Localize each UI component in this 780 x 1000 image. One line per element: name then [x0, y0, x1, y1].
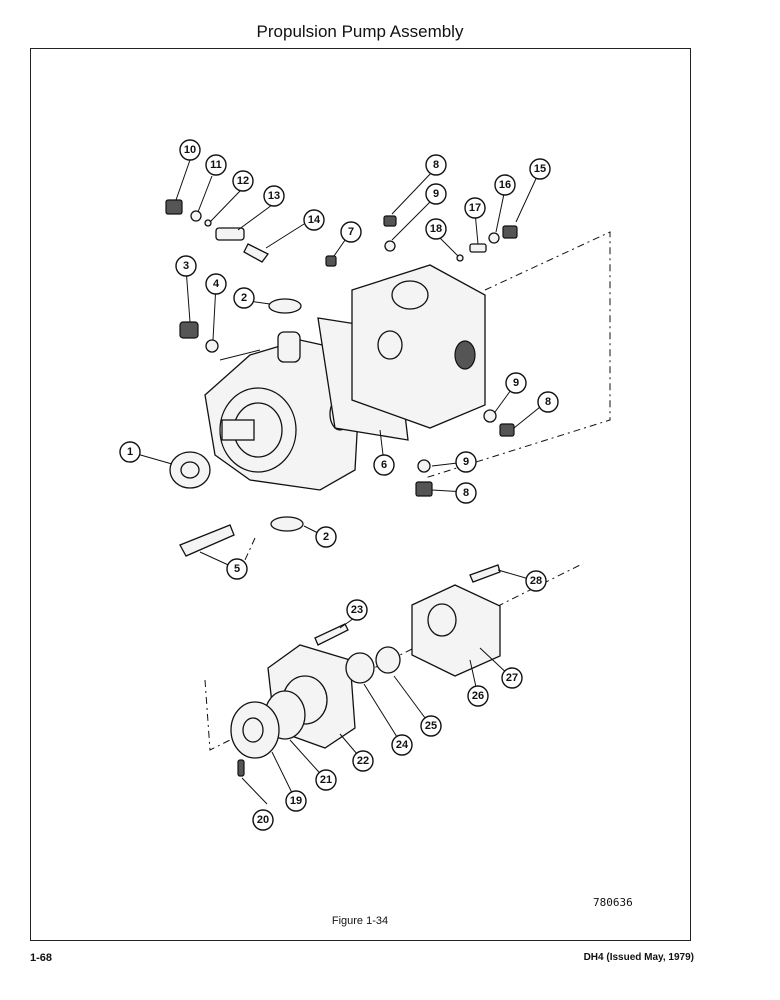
- svg-text:4: 4: [213, 278, 220, 290]
- callout-24: 24: [391, 734, 413, 756]
- callout-22: 22: [352, 750, 374, 772]
- callout-17: 17: [464, 197, 486, 219]
- figure-number: 780636: [593, 896, 633, 909]
- callout-7: 7: [340, 221, 362, 243]
- svg-text:15: 15: [534, 163, 546, 175]
- svg-text:2: 2: [323, 531, 329, 543]
- callout-13: 13: [263, 185, 285, 207]
- svg-text:13: 13: [268, 190, 280, 202]
- callout-8-bottom: 8: [455, 482, 477, 504]
- callout-15: 15: [529, 158, 551, 180]
- callout-2-top: 2: [233, 287, 255, 309]
- svg-text:8: 8: [463, 487, 469, 499]
- callout-14: 14: [303, 209, 325, 231]
- figure-frame: [30, 48, 691, 941]
- callout-5: 5: [226, 558, 248, 580]
- svg-text:21: 21: [320, 774, 332, 786]
- callout-6: 6: [373, 454, 395, 476]
- callout-19: 19: [285, 790, 307, 812]
- svg-text:9: 9: [463, 456, 469, 468]
- callout-20: 20: [252, 809, 274, 831]
- callout-26: 26: [467, 685, 489, 707]
- page-title: Propulsion Pump Assembly: [256, 22, 464, 41]
- callout-8-top: 8: [425, 154, 447, 176]
- svg-text:24: 24: [396, 739, 409, 751]
- callout-9-right: 9: [505, 372, 527, 394]
- svg-text:10: 10: [184, 144, 196, 156]
- svg-text:12: 12: [237, 175, 249, 187]
- svg-text:8: 8: [433, 159, 439, 171]
- callout-18: 18: [425, 218, 447, 240]
- svg-text:2: 2: [241, 292, 247, 304]
- callout-markers: 10 11 12 13 14 7 8 9 18 17 16 15 3 4 2 1…: [119, 139, 559, 831]
- callout-9-bottom: 9: [455, 451, 477, 473]
- spring: [215, 227, 245, 241]
- page-number: 1-68: [30, 952, 53, 964]
- svg-text:19: 19: [290, 795, 302, 807]
- callout-4: 4: [205, 273, 227, 295]
- plug: [165, 199, 183, 215]
- callout-23: 23: [346, 599, 368, 621]
- svg-text:14: 14: [308, 214, 321, 226]
- svg-text:25: 25: [425, 720, 437, 732]
- end-cover: [351, 264, 486, 429]
- svg-text:22: 22: [357, 755, 369, 767]
- svg-text:6: 6: [381, 459, 387, 471]
- callout-3: 3: [175, 255, 197, 277]
- svg-text:20: 20: [257, 814, 269, 826]
- callout-28: 28: [525, 570, 547, 592]
- svg-text:5: 5: [234, 563, 240, 575]
- svg-text:27: 27: [506, 672, 518, 684]
- svg-text:11: 11: [210, 159, 222, 171]
- svg-text:26: 26: [472, 690, 484, 702]
- callout-27: 27: [501, 667, 523, 689]
- svg-text:23: 23: [351, 604, 363, 616]
- callout-10: 10: [179, 139, 201, 161]
- callout-16: 16: [494, 174, 516, 196]
- svg-text:9: 9: [433, 188, 439, 200]
- callout-11: 11: [205, 154, 227, 176]
- svg-text:8: 8: [545, 396, 551, 408]
- callout-8-right: 8: [537, 391, 559, 413]
- svg-text:7: 7: [348, 226, 354, 238]
- svg-text:3: 3: [183, 260, 189, 272]
- svg-text:18: 18: [430, 223, 442, 235]
- document-id: DH4 (Issued May, 1979): [583, 952, 694, 963]
- svg-text:16: 16: [499, 179, 511, 191]
- svg-text:9: 9: [513, 377, 519, 389]
- figure-caption: Figure 1-34: [331, 915, 389, 927]
- callout-12: 12: [232, 170, 254, 192]
- callout-25: 25: [420, 715, 442, 737]
- callout-21: 21: [315, 769, 337, 791]
- svg-text:17: 17: [469, 202, 481, 214]
- svg-text:1: 1: [127, 446, 133, 458]
- charge-pump-group: [230, 564, 501, 777]
- callout-9-top: 9: [425, 183, 447, 205]
- callout-1: 1: [119, 441, 141, 463]
- svg-text:28: 28: [530, 575, 542, 587]
- callout-2-bottom: 2: [315, 526, 337, 548]
